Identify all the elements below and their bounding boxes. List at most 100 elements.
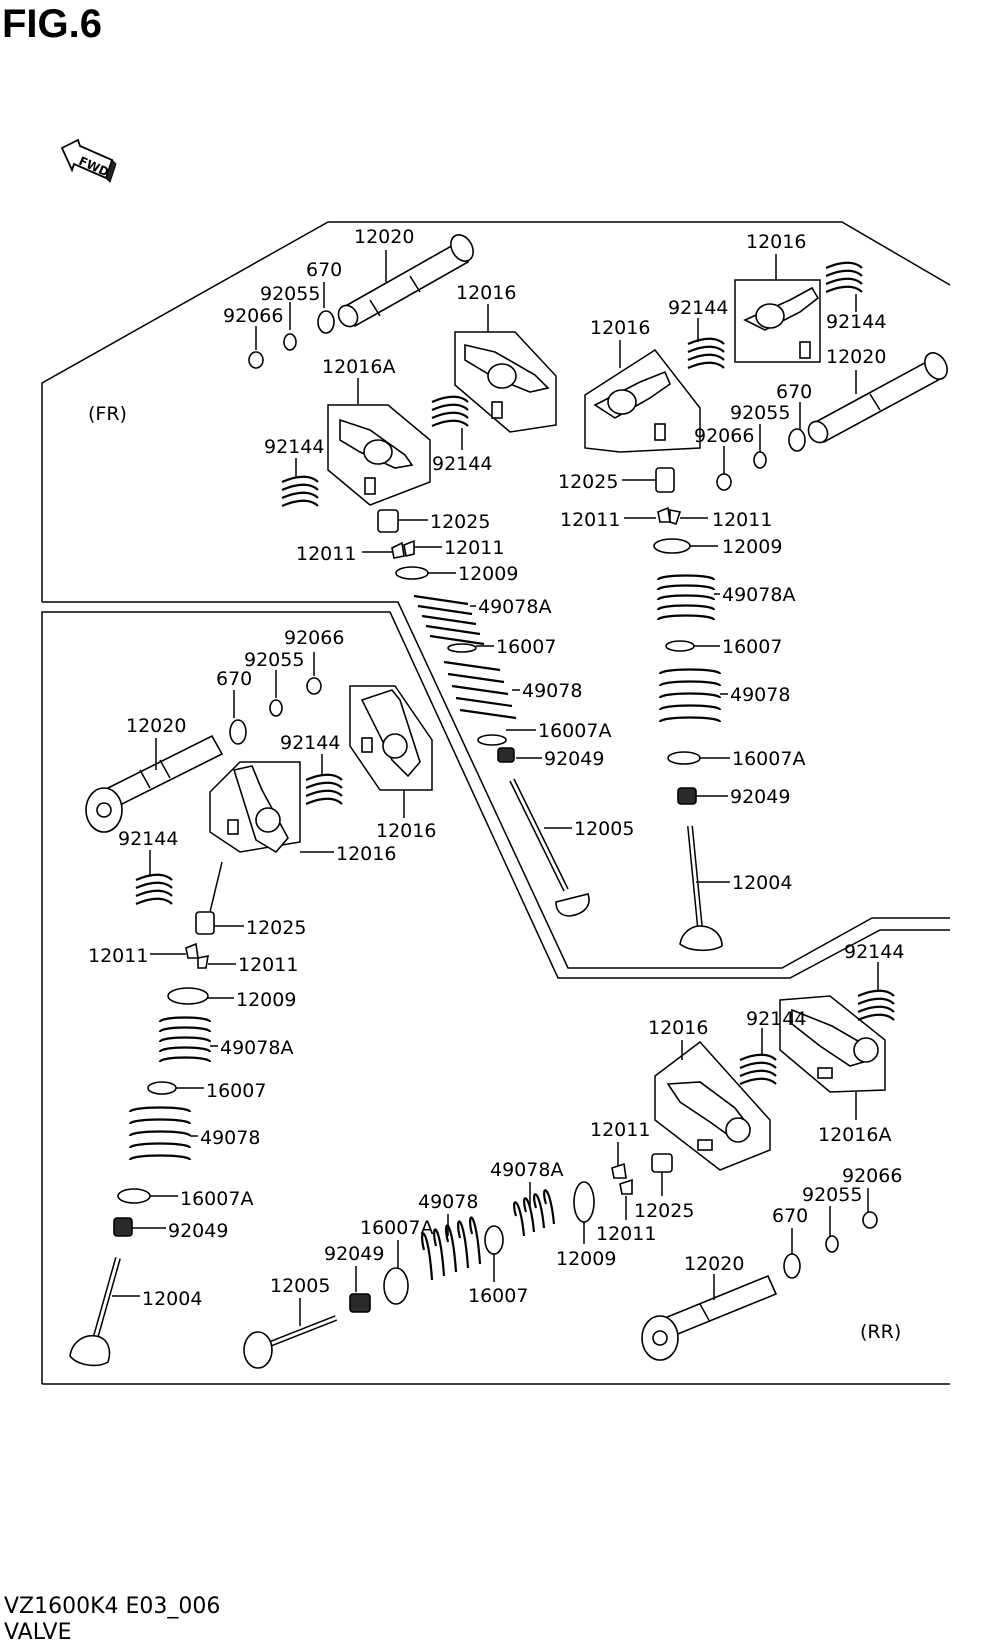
label-fr-right-seat-lower: 16007A <box>732 748 805 770</box>
label-fr-left-seal: 92049 <box>544 748 604 770</box>
pin-92055-fr-right <box>753 451 767 469</box>
label-fr-left-oring: 670 <box>306 259 342 281</box>
adjuster-12025-rr-right <box>651 1153 673 1173</box>
label-rr-left-valve: 12004 <box>142 1288 202 1310</box>
label-fr-left-seat-upper: 16007 <box>496 636 556 658</box>
label-fr-right-rocker-top: 12016 <box>746 231 806 253</box>
label-fr-right-oring: 670 <box>776 381 812 403</box>
seat-16007a-rr-left <box>117 1188 151 1204</box>
label-rr-right-retainer: 12009 <box>556 1248 616 1270</box>
spring-49078a-fr-left <box>413 594 485 646</box>
oring-rr-left <box>229 719 247 745</box>
label-rr-left-shaft: 12020 <box>126 715 186 737</box>
label-rr-right-rocker: 12016 <box>648 1017 708 1039</box>
seal-92049-rr-left <box>113 1217 133 1237</box>
valve-12005-rr-right <box>243 1315 338 1369</box>
pin-92055-fr-left <box>283 333 297 351</box>
model-code: VZ1600K4 E03_006 <box>4 1594 221 1619</box>
seat-16007-fr-right <box>665 640 695 652</box>
cotter-12011-fr-right <box>657 506 671 523</box>
label-rr-right-cotter-top: 12011 <box>590 1119 650 1141</box>
spring-49078a-fr-right <box>656 574 716 622</box>
label-fr-left-valve: 12005 <box>574 818 634 840</box>
oring-fr-left <box>317 310 335 334</box>
spring-92144-fr-left-b <box>431 395 469 428</box>
label-fr-left-adjuster: 12025 <box>430 511 490 533</box>
label-rr-left-adjuster: 12025 <box>246 917 306 939</box>
spring-92144-fr-left-a <box>281 475 319 508</box>
seat-16007a-fr-right <box>667 751 701 765</box>
spring-92144-fr-right-b <box>825 261 863 294</box>
seat-16007a-fr-left <box>477 734 507 746</box>
fr-region-outline <box>41 221 951 602</box>
retainer-12009-fr-right <box>653 538 691 554</box>
cotter-12011-rr-left <box>185 942 199 959</box>
spring-49078a-rr-right <box>513 1189 556 1237</box>
figure-title: FIG.6 <box>2 2 103 46</box>
label-fr-right-retainer: 12009 <box>722 536 782 558</box>
fr-region-divider <box>42 601 950 969</box>
cotter-12011-rr-right-bottom <box>619 1178 633 1195</box>
label-fr-right-rocker-mid: 12016 <box>590 317 650 339</box>
seat-16007-rr-left <box>147 1081 177 1095</box>
label-rr-left-seat-lower: 16007A <box>180 1188 253 1210</box>
assembly-rr-right <box>243 989 895 1369</box>
label-fr-left-retainer: 12009 <box>458 563 518 585</box>
label-rr-right-spring-mid: 92144 <box>746 1008 806 1030</box>
label-fr-right-spring-top: 92144 <box>668 297 728 319</box>
pin-92055-rr-right <box>825 1235 839 1253</box>
label-fr-left-spring-left: 92144 <box>264 436 324 458</box>
spring-49078-fr-right <box>658 668 722 724</box>
assembly-fr-right <box>584 261 948 952</box>
pin-92066-rr-right <box>862 1211 878 1229</box>
spring-92144-rr-left-top <box>305 773 343 806</box>
label-rr-left-rocker-left: 12016 <box>336 843 396 865</box>
label-fr-right-cotter-left: 12011 <box>560 509 620 531</box>
label-rr-right-shaft: 12020 <box>684 1253 744 1275</box>
label-fr-left-pin-b: 92066 <box>223 305 283 327</box>
part-labels: 12020 670 92055 92066 12016A 12016 92144… <box>88 226 904 1310</box>
label-fr-left-outer-spring: 49078A <box>478 596 551 618</box>
label-fr-left-rocker-a: 12016A <box>322 356 395 378</box>
assembly-fr-left <box>248 234 590 917</box>
seal-92049-fr-right <box>677 787 697 805</box>
label-fr-right-outer-spring: 49078A <box>722 584 795 606</box>
label-fr-left-cotter-left: 12011 <box>296 543 356 565</box>
spring-92144-fr-right-a <box>687 337 725 370</box>
cotter-12011-rr-right-top <box>611 1162 627 1179</box>
retainer-12009-rr-right <box>573 1181 595 1223</box>
label-rr-right-inner-spring: 49078 <box>418 1191 478 1213</box>
retainer-12009-fr-left <box>395 566 429 580</box>
label-fr-right-adjuster: 12025 <box>558 471 618 493</box>
spring-49078-rr-left <box>128 1106 192 1162</box>
label-rr-right-seal: 92049 <box>324 1243 384 1265</box>
rocker-box-12016-rr-right <box>654 1040 771 1171</box>
pin-92066-fr-left <box>248 351 264 369</box>
seal-92049-rr-right <box>349 1293 371 1313</box>
cotter-12011-fr-left <box>391 541 405 559</box>
label-rr-left-spring-top: 92144 <box>280 732 340 754</box>
valve-12004-rr-left <box>69 1257 121 1367</box>
label-rr-right-outer-spring: 49078A <box>490 1159 563 1181</box>
label-rr-left-pin-a: 92055 <box>244 649 304 671</box>
label-fr-left-rocker: 12016 <box>456 282 516 304</box>
label-rr-left-pin-b: 92066 <box>284 627 344 649</box>
label-fr-right-cotter-right: 12011 <box>712 509 772 531</box>
spring-92144-rr-right-mid <box>739 1053 777 1086</box>
label-rr-left-seal: 92049 <box>168 1220 228 1242</box>
label-fr-right-shaft: 12020 <box>826 346 886 368</box>
seal-92049-fr-left <box>497 747 515 763</box>
label-fr-right-spring-top2: 92144 <box>826 311 886 333</box>
label-fr-left-shaft: 12020 <box>354 226 414 248</box>
spring-49078-fr-left <box>443 660 517 720</box>
label-rr-left-cotter-left: 12011 <box>88 945 148 967</box>
label-rr-right-seat-lower: 16007A <box>360 1217 433 1239</box>
label-rr-right-valve: 12005 <box>270 1275 330 1297</box>
valve-12004-fr-right <box>679 825 723 952</box>
spring-49078a-rr-left <box>158 1016 212 1064</box>
label-rr-right-cotter-bottom: 12011 <box>596 1223 656 1245</box>
rocker-shaft-fr-left <box>337 234 474 328</box>
label-rr-left-rocker-right: 12016 <box>376 820 436 842</box>
